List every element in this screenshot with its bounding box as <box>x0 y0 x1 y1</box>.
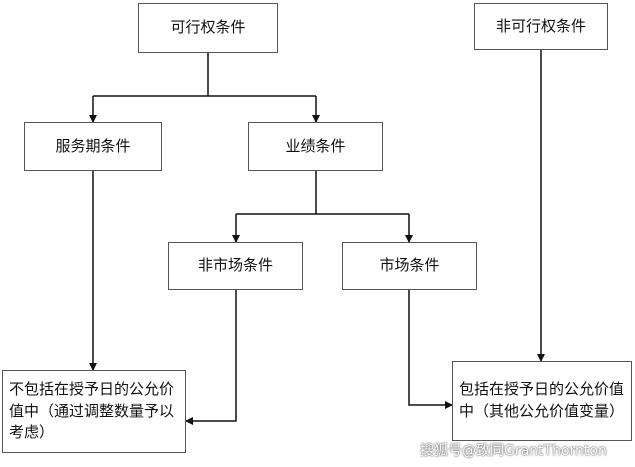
connector-market-to-included <box>408 290 453 409</box>
included-in-fair-value-box: 包括在授予日的公允价值中（其他公允价值变量） <box>452 361 632 441</box>
non-market-conditions-label: 非市场条件 <box>197 256 273 275</box>
excluded-from-fair-value-text: 不包括在授予日的公允价值中（通过调整数量予以考虑） <box>9 379 175 442</box>
performance-conditions-box: 业绩条件 <box>248 122 383 171</box>
included-in-fair-value-text: 包括在授予日的公允价值中（其他公允价值变量） <box>459 380 625 420</box>
performance-conditions-label: 业绩条件 <box>285 136 346 155</box>
vesting-conditions-label: 可行权条件 <box>170 18 246 37</box>
non-vesting-conditions-label: 非可行权条件 <box>495 16 586 35</box>
market-conditions-label: 市场条件 <box>379 256 440 275</box>
connector-non-market-to-excluded <box>185 290 237 425</box>
watermark: 搜狐号@致同GrantThornton <box>420 443 607 459</box>
service-conditions-label: 服务期条件 <box>55 136 131 155</box>
service-conditions-box: 服务期条件 <box>24 122 162 171</box>
non-vesting-conditions-box: 非可行权条件 <box>474 3 608 50</box>
non-market-conditions-box: 非市场条件 <box>168 242 303 290</box>
excluded-from-fair-value-box: 不包括在授予日的公允价值中（通过调整数量予以考虑） <box>2 370 186 453</box>
vesting-conditions-box: 可行权条件 <box>138 3 278 53</box>
market-conditions-box: 市场条件 <box>342 242 477 290</box>
